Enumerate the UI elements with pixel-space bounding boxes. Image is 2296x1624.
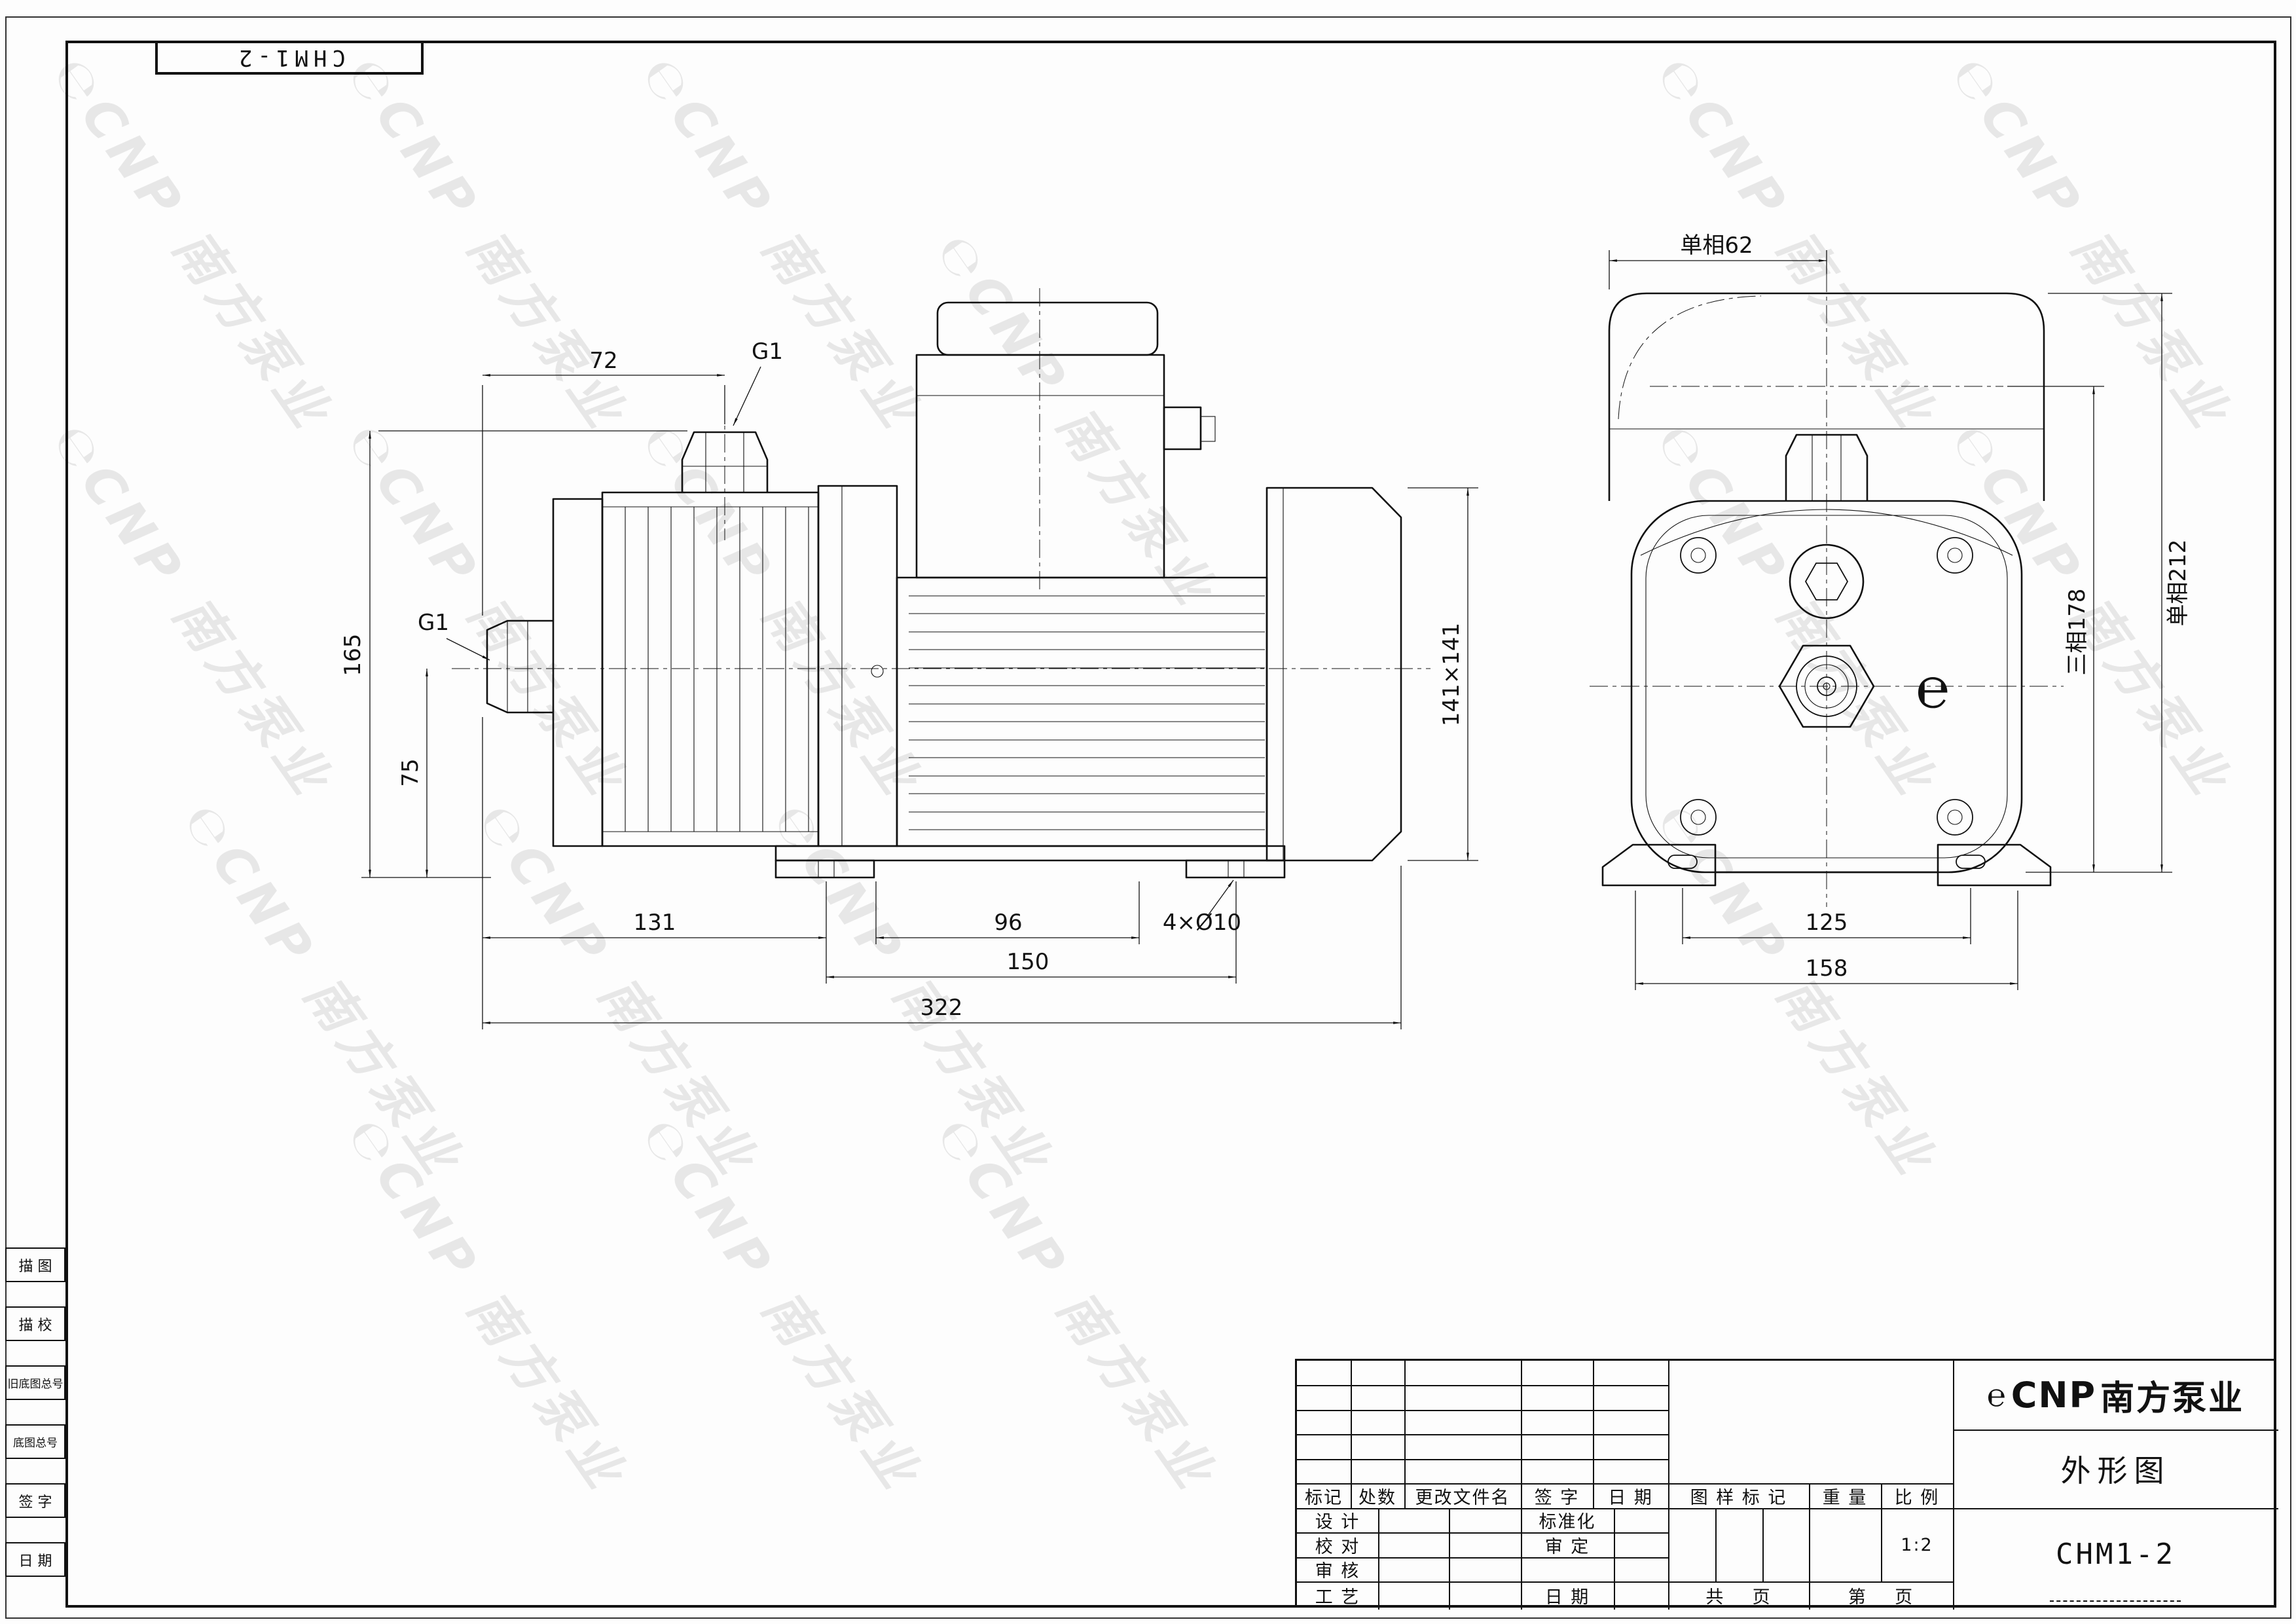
tb-weight-header: 重 量 [1822,1487,1868,1508]
tb-page-number: 第 页 [1848,1587,1914,1608]
tb-line [1521,1361,1522,1610]
tb-line [1953,1361,1954,1610]
tb-total-pages: 共 页 [1705,1587,1772,1608]
sheet-reference-label: CHM1-2 [233,45,346,71]
tb-scale-header: 比 例 [1894,1487,1940,1508]
cnp-logo-icon: ℮ [1986,1376,2007,1414]
tb-doc-type: 外形图 [2060,1453,2171,1488]
tb-stamp-header: 图 样 标 记 [1690,1487,1787,1508]
tb-line [1449,1508,1450,1610]
dim-72-label: 72 [589,348,617,374]
tb-line [1297,1459,1668,1460]
tb-line [1297,1557,1668,1559]
tb-line [1404,1361,1406,1508]
tb-line [1593,1361,1594,1508]
tb-model: CHM1-2 [2056,1538,2176,1571]
dim-322-label: 322 [920,995,963,1021]
tb-role-approve: 审 定 [1544,1536,1590,1557]
tb-line [1297,1532,1668,1534]
tb-change-mark-header: 标记 [1305,1487,1343,1508]
dim-150-label: 150 [1007,949,1049,975]
dim-bolt-holes-label: 4×Ø10 [1163,910,1241,936]
tb-brand: ℮ CNP 南方泵业 [1953,1361,2278,1430]
tb-scale-value: 1:2 [1901,1534,1933,1555]
tb-line [1668,1361,1669,1610]
tb-role-design: 设 计 [1315,1512,1360,1532]
stub-box-original-no: 底图总号 [5,1424,65,1459]
tb-line [1614,1508,1615,1610]
tb-role-date: 日 期 [1544,1587,1590,1608]
dim-165-label: 165 [340,634,366,676]
tb-line [1715,1508,1717,1581]
tb-line [1297,1434,1668,1435]
brand-name-text: 南方泵业 [2100,1379,2245,1418]
tb-line [1809,1483,1810,1610]
tb-role-process: 工 艺 [1315,1587,1360,1608]
end-view-dimensions: 单相62 单相212 三相178 125 158 [1609,232,2191,990]
tb-line [1297,1385,1668,1386]
tb-line [1297,1410,1668,1411]
tb-change-count-header: 处数 [1358,1487,1396,1508]
dim-131-label: 131 [634,910,676,936]
tb-signature-header: 签 字 [1534,1487,1580,1508]
dim-single-phase-212-label: 单相212 [2165,540,2191,627]
dim-96-label: 96 [994,910,1022,936]
dim-three-phase-178-label: 三相178 [2064,589,2090,676]
tb-line [1881,1483,1882,1581]
tb-change-file-header: 更改文件名 [1415,1487,1510,1508]
dim-g1-side-label: G1 [418,610,449,636]
stub-box-tracing: 描 图 [5,1247,65,1282]
dim-single-phase-62-label: 单相62 [1680,232,1753,259]
stub-box-old-original-no: 旧底图总号 [5,1365,65,1400]
drawing-frame [65,41,2276,1608]
dim-158-label: 158 [1806,955,1848,982]
tb-line [1297,1581,1953,1583]
tb-role-review: 审 核 [1315,1561,1360,1581]
tb-line [1762,1508,1764,1581]
brand-cnp-text: CNP [2011,1375,2097,1416]
tb-line [1351,1361,1352,1508]
sheet-reference-box: CHM1-2 [155,41,424,75]
dim-141x141-label: 141×141 [1438,623,1465,726]
tb-line [1953,1430,2278,1431]
title-block: 标记 处数 更改文件名 签 字 日 期 设 计 校 对 审 核 工 艺 标准化 … [1295,1359,2278,1610]
tb-date-header: 日 期 [1608,1487,1653,1508]
stub-box-signature: 签 字 [5,1483,65,1518]
stub-box-date: 日 期 [5,1542,65,1577]
cnp-logo-mark: ℮ [1916,655,1950,721]
stub-box-trace-check: 描 校 [5,1306,65,1341]
tb-centering-mark [2050,1600,2181,1602]
tb-line [1297,1483,1953,1485]
sheet-outer-border [5,16,2291,1619]
tb-role-check: 校 对 [1315,1536,1360,1557]
tb-line [1297,1508,2278,1509]
dim-g1-top-label: G1 [752,339,783,365]
side-view-dimensions: 72 G1 G1 165 75 141×141 131 96 4×Ø10 150… [340,339,1478,1029]
pump-side-view [452,288,1430,879]
tb-line [1378,1508,1379,1610]
dim-75-label: 75 [397,758,424,786]
dim-125-label: 125 [1806,910,1848,936]
pump-end-view: ℮ [1590,274,2064,907]
tb-role-standardize: 标准化 [1539,1512,1596,1532]
